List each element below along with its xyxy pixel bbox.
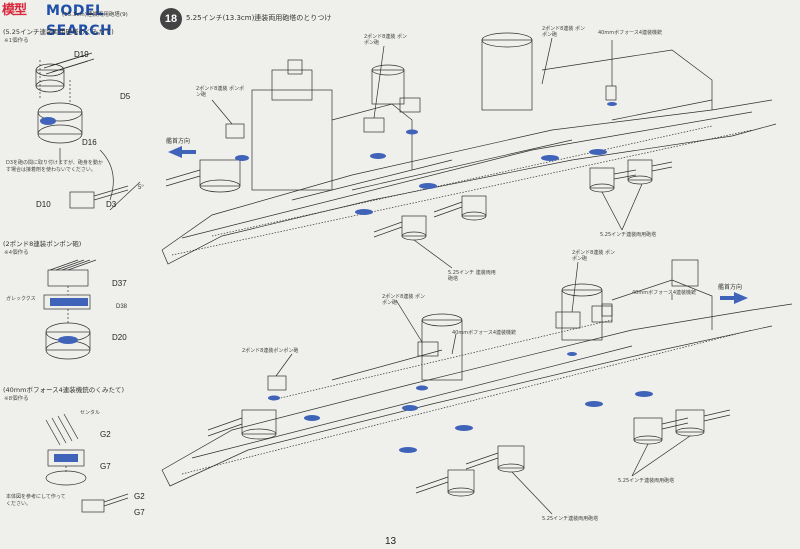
part-label-d16: D16 (82, 138, 97, 147)
upper-callout-pompom-2: 2ポンド8連装 ポンポン砲 (364, 34, 407, 46)
section2-title: (2ポンド8連装ポンポン砲) (3, 240, 82, 248)
upper-callout-pompom-3: 2ポンド8連装 ポンポン砲 (542, 26, 585, 38)
upper-callout-pompom-1: 2ポンド8連装 ポンポン砲 (196, 86, 244, 98)
part-label-g2-b: G2 (134, 492, 145, 501)
upper-callout-525-fwd: 5.25インチ 連装両用砲塔 (448, 270, 496, 282)
step-number-badge: 18 (160, 8, 182, 30)
part-label-d19: D19 (74, 50, 89, 59)
watermark-text: MODEL SEARCH (46, 3, 113, 39)
part-label-d37: D37 (112, 279, 127, 288)
section1-instruction: D3を砲の間に取り付けますが、砲身を動かす場合は接着剤を使わないでください。 (6, 160, 103, 173)
part-label-d20: D20 (112, 333, 127, 342)
section2-note: ※4個作る (4, 250, 29, 256)
lower-callout-bofors-1: 40mmボフォース4連装機銃 (452, 330, 517, 336)
lower-callout-pompom-1: 2ポンド8連装ポンポン砲 (242, 348, 299, 354)
section3-callout: センタル (80, 410, 101, 416)
page-number: 13 (385, 536, 397, 547)
part-label-g2: G2 (100, 430, 111, 439)
section3-note: ※8個作る (4, 396, 29, 402)
section3-instruction: 本体図を参考にして作ってください。 (6, 494, 66, 507)
lower-callout-pompom-3: 2ポンド8連装 ポンポン砲 (572, 250, 615, 262)
upper-callout-bofors: 40mmボフォース4連装機銃 (598, 30, 663, 36)
lower-callout-bofors-2: 40mmボフォース4連装機銃 (632, 290, 697, 296)
section1-title: (5.25インチ連装両用砲塔のくみたて) (3, 28, 114, 36)
part-label-d38: D38 (116, 304, 128, 310)
subassembly-drawings (35, 52, 141, 513)
part-label-d3: D3 (106, 200, 117, 209)
section3-title: (40mmボフォース4連装機銃のくみたて) (3, 386, 125, 394)
part-label-g7: G7 (100, 462, 111, 471)
left-subassembly-column: 模型 MODEL SEARCH (13.3cm)連装両用砲塔(9) (5.25イ… (0, 0, 152, 549)
ship-drawings (161, 32, 793, 515)
lower-bow-direction-label: 艦首方向 (718, 284, 743, 291)
upper-callout-525-aft: 5.25インチ連装両用砲塔 (600, 232, 657, 238)
lower-callout-525-aft: 5.25インチ連装両用砲塔 (618, 478, 675, 484)
section2-callout: ガレッククス (6, 296, 36, 302)
part-label-d5: D5 (120, 92, 131, 101)
watermark-logo: 模型 (2, 3, 27, 18)
lower-callout-pompom-2: 2ポンド8連装 ポンポン砲 (382, 294, 425, 306)
step-title: 5.25インチ(13.3cm)連装両用砲塔のとりつけ (186, 14, 332, 22)
part-label-g7-b: G7 (134, 508, 145, 517)
upper-bow-direction-label: 艦首方向 (166, 138, 191, 145)
step-18-panel: 18 5.25インチ(13.3cm)連装両用砲塔のとりつけ (152, 0, 800, 549)
watermark-sub: (13.3cm)連装両用砲塔(9) (62, 12, 128, 18)
lower-callout-525-fwd: 5.25インチ連装両用砲塔 (542, 516, 599, 522)
section1-note: ※1個作る (4, 38, 29, 44)
part-label-d10: D10 (36, 200, 51, 209)
angle-label: 5° (138, 185, 144, 191)
watermark: 模型 MODEL SEARCH (2, 1, 170, 39)
